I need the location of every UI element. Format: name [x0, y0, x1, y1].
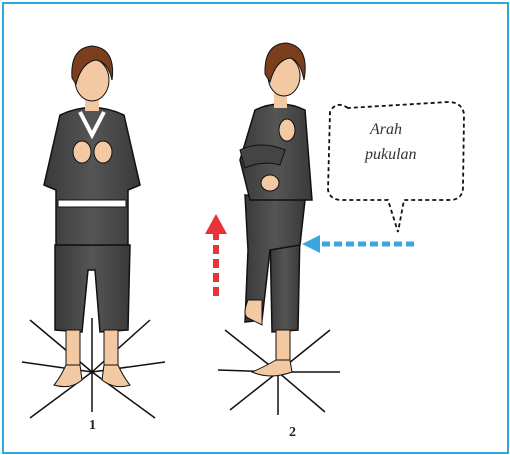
jacket-1: [44, 108, 140, 246]
up-arrow-icon: [205, 214, 227, 296]
foot-standing-2: [252, 360, 292, 376]
fist-left-1: [73, 141, 91, 163]
callout-text-line1: Arah: [370, 120, 402, 140]
figure-1-standing: [22, 46, 165, 418]
callout-text-line2: pukulan: [365, 145, 417, 165]
fist-chest-2: [279, 119, 295, 141]
fist-right-1: [94, 141, 112, 163]
calf-left-1: [66, 330, 80, 368]
calf-right-1: [104, 330, 118, 368]
ground-burst-1: [22, 318, 165, 418]
foot-right-1: [102, 365, 130, 387]
figure-2-label: 2: [289, 425, 296, 441]
figure-2-crane-stance: [218, 43, 340, 415]
punch-direction-arrow-icon: [302, 235, 414, 253]
belt-1: [58, 200, 126, 207]
foot-left-1: [54, 365, 82, 387]
fist-hip-2: [261, 175, 279, 191]
figure-1-label: 1: [89, 418, 96, 434]
